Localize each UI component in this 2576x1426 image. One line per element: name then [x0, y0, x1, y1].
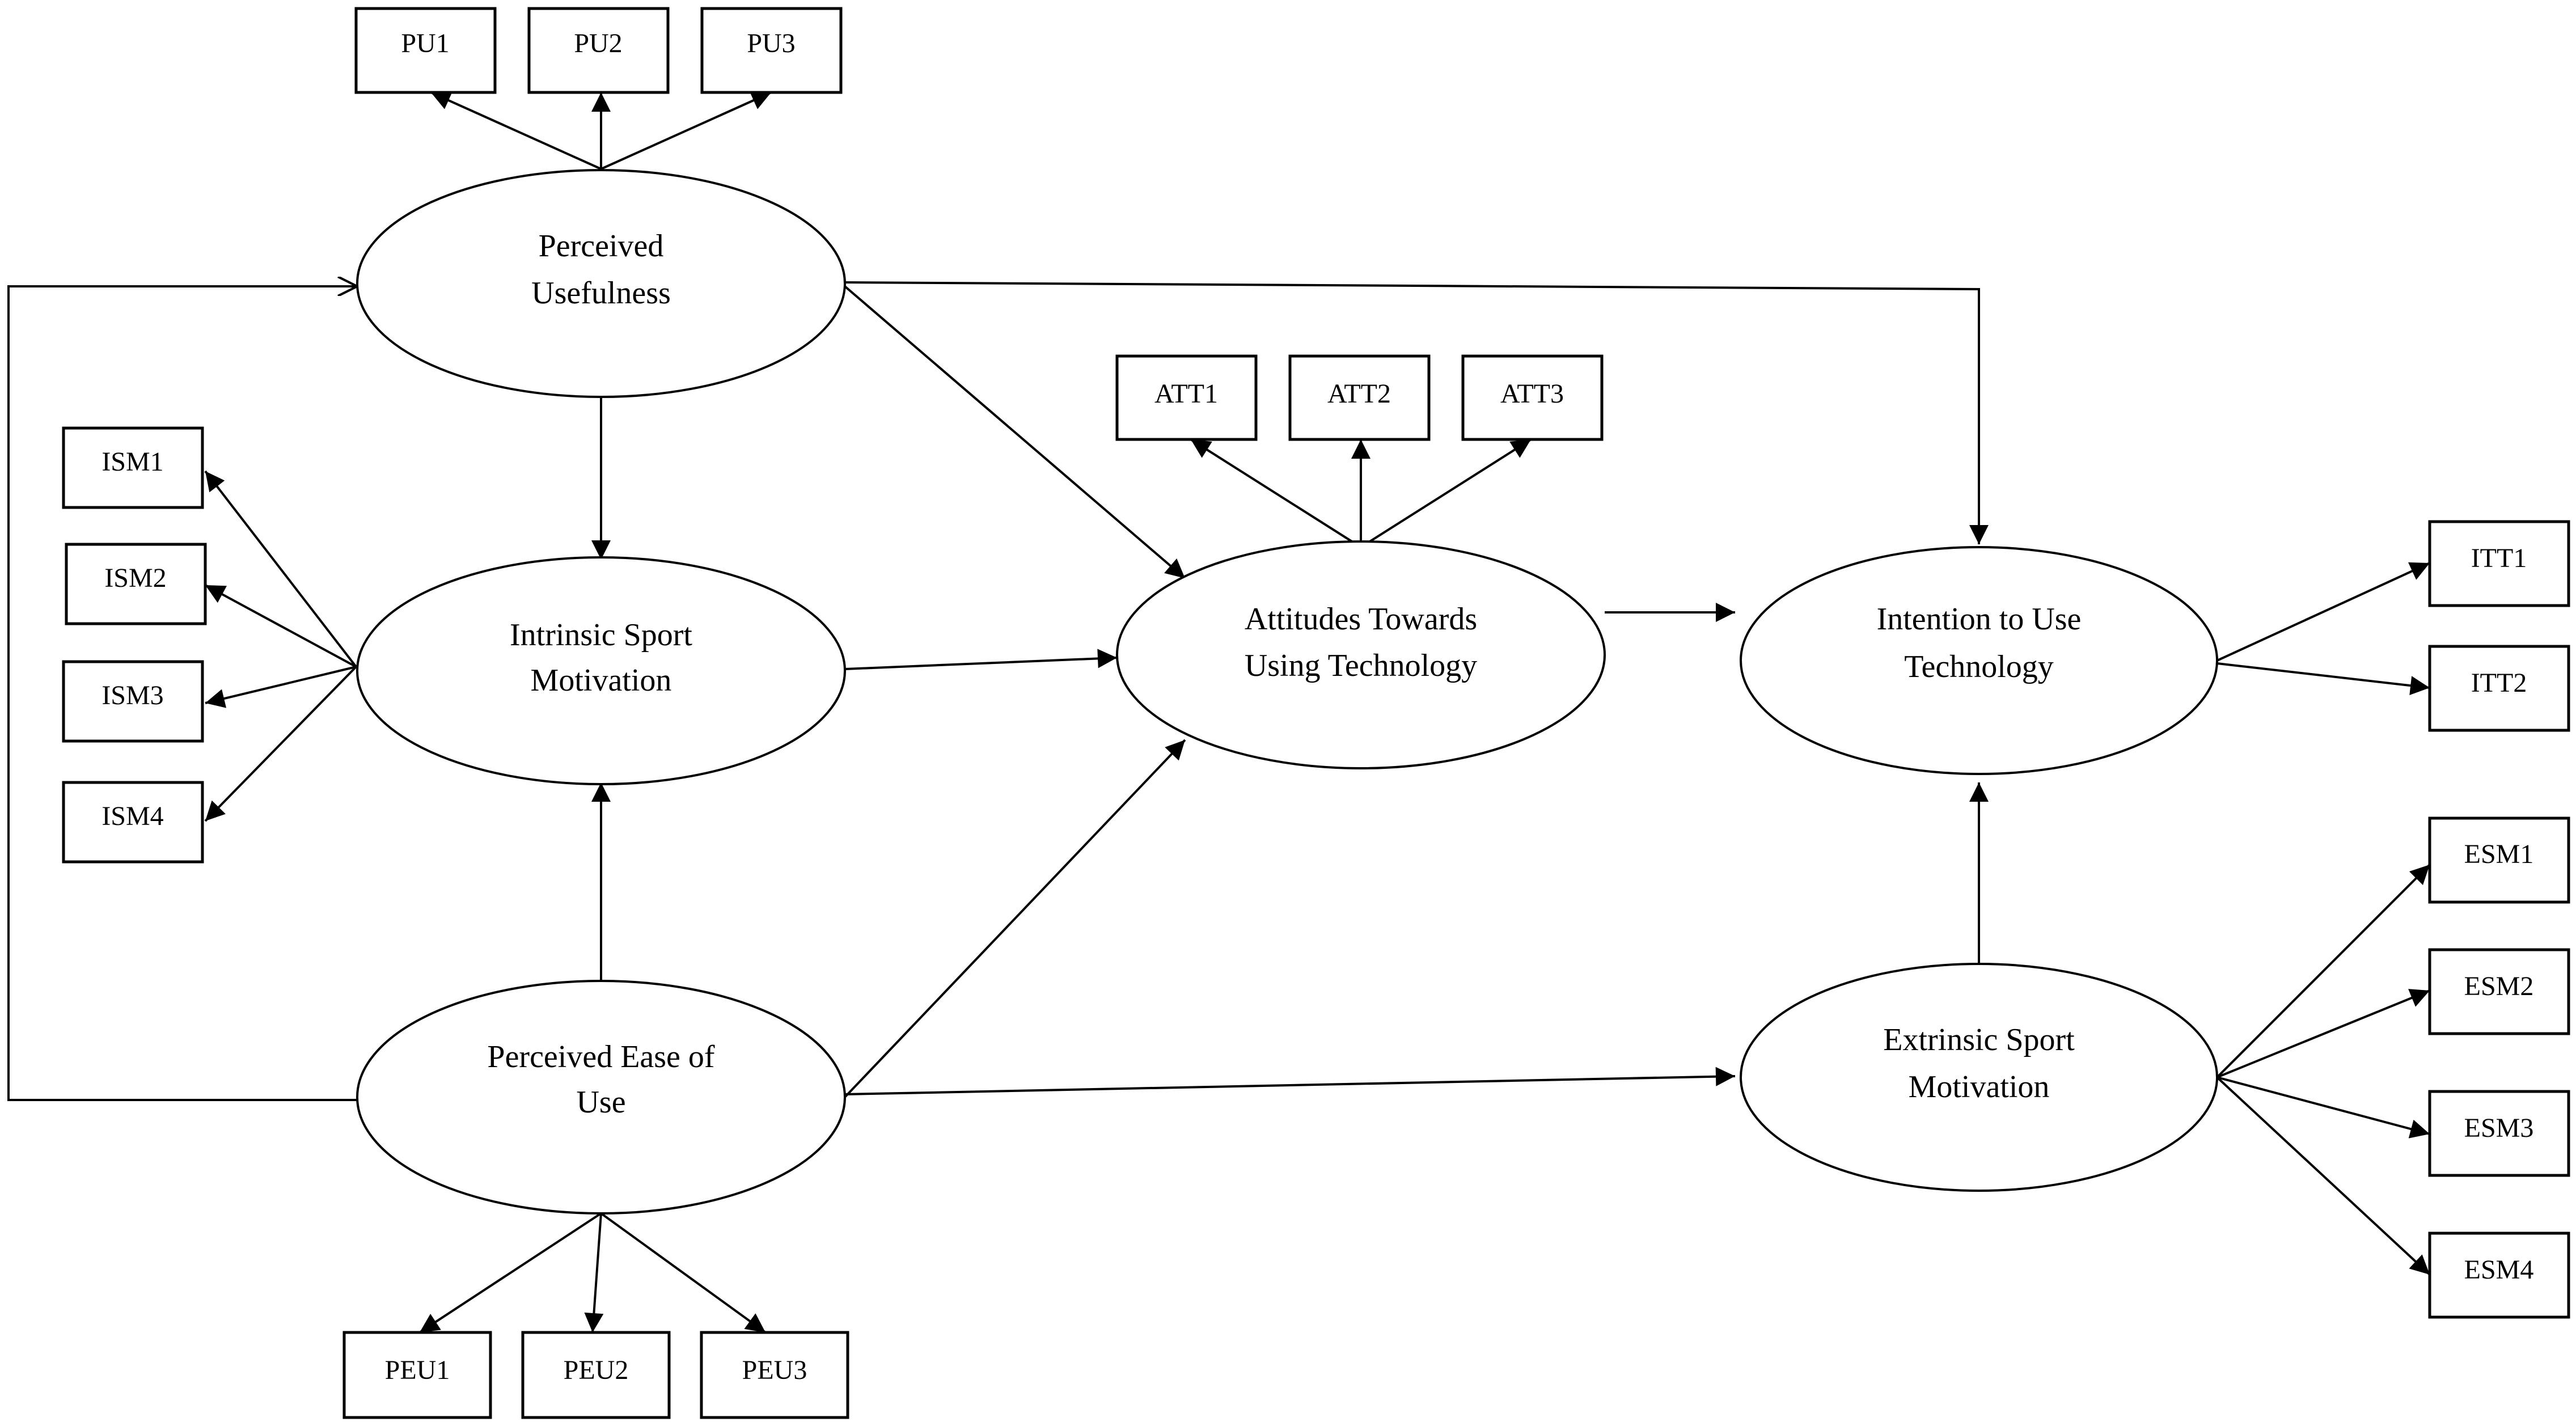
arrow-pu-to-pu1	[430, 91, 602, 170]
arrow-itt-to-itt2	[2217, 662, 2430, 696]
construct-label-line1: Perceived	[539, 229, 664, 264]
indicator-att3: ATT3	[1461, 354, 1604, 441]
svg-text:ESM3: ESM3	[2464, 1113, 2534, 1143]
construct-label-line2: Using Technology	[1245, 648, 1477, 683]
arrow-pu-to-itt	[844, 281, 1989, 544]
indicator-pu2: PU2	[527, 7, 670, 94]
svg-text:PU1: PU1	[401, 28, 449, 58]
arrow-peu-to-peu2	[584, 1213, 604, 1333]
svg-text:ISM4: ISM4	[101, 801, 163, 831]
construct-extrinsic-sport-motivation: Extrinsic Sport Motivation	[1740, 963, 2218, 1192]
indicator-ism2: ISM2	[65, 543, 207, 625]
construct-label-line2: Motivation	[531, 663, 672, 698]
svg-text:ATT3: ATT3	[1500, 379, 1564, 409]
svg-text:PU2: PU2	[574, 28, 622, 58]
construct-perceived-ease-of-use: Perceived Ease of Use	[356, 980, 846, 1215]
arrow-esm-to-esm3	[2217, 1076, 2430, 1139]
svg-text:ITT1: ITT1	[2471, 543, 2527, 573]
indicator-peu1: PEU1	[342, 1331, 492, 1419]
arrow-esm-to-esm1	[2216, 864, 2431, 1078]
construct-attitudes-towards-using-technology: Attitudes Towards Using Technology	[1116, 540, 1606, 769]
svg-text:ISM1: ISM1	[101, 447, 163, 477]
arrow-peu-to-peu3	[600, 1212, 767, 1334]
arrow-att-to-att1	[1190, 438, 1362, 548]
indicator-peu3: PEU3	[700, 1331, 849, 1419]
construct-label-line1: Intention to Use	[1877, 602, 2082, 637]
svg-text:PEU2: PEU2	[564, 1355, 629, 1385]
construct-label-line2: Usefulness	[531, 276, 671, 311]
svg-text:ATT2: ATT2	[1327, 379, 1391, 409]
indicator-ism3: ISM3	[62, 660, 204, 743]
construct-intrinsic-sport-motivation: Intrinsic Sport Motivation	[356, 556, 846, 785]
svg-text:ISM3: ISM3	[101, 680, 163, 710]
svg-text:PEU1: PEU1	[385, 1355, 450, 1385]
indicator-pu1: PU1	[354, 7, 497, 94]
indicator-esm1: ESM1	[2428, 816, 2570, 904]
paths	[7, 91, 2431, 1334]
arrow-peu-to-pu	[7, 286, 360, 1101]
indicator-att2: ATT2	[1288, 354, 1431, 441]
indicator-ism4: ISM4	[62, 781, 204, 864]
svg-text:ISM2: ISM2	[104, 563, 166, 593]
arrow-pu-to-att	[844, 285, 1186, 579]
construct-label-line1: Attitudes Towards	[1245, 602, 1477, 637]
arrow-esm-to-esm4	[2216, 1076, 2431, 1276]
indicator-itt2: ITT2	[2428, 645, 2570, 732]
construct-perceived-usefulness: Perceived Usefulness	[356, 169, 846, 398]
construct-label-line1: Perceived Ease of	[487, 1039, 714, 1074]
indicator-itt1: ITT1	[2428, 520, 2570, 607]
arrow-att-to-att3	[1360, 438, 1532, 548]
arrow-peu-to-att	[844, 739, 1186, 1098]
arrow-ism-to-ism3	[205, 666, 357, 708]
svg-text:PEU3: PEU3	[742, 1355, 807, 1385]
arrow-itt-to-itt1	[2217, 562, 2430, 662]
indicator-pu3: PU3	[700, 7, 843, 94]
svg-text:ATT1: ATT1	[1154, 379, 1218, 409]
svg-text:ESM1: ESM1	[2464, 839, 2534, 869]
arrow-peu-to-peu1	[418, 1212, 602, 1334]
arrow-ism-to-att	[844, 649, 1118, 670]
construct-label-line2: Use	[576, 1085, 625, 1120]
arrow-ism-to-ism2	[205, 584, 357, 668]
arrow-esm-to-esm2	[2217, 989, 2430, 1078]
arrow-ism-to-ism1	[204, 470, 357, 668]
indicator-att1: ATT1	[1115, 354, 1258, 441]
svg-text:ESM4: ESM4	[2464, 1255, 2534, 1285]
indicator-esm4: ESM4	[2428, 1232, 2570, 1319]
construct-label-line1: Extrinsic Sport	[1883, 1022, 2075, 1057]
indicator-esm3: ESM3	[2428, 1090, 2570, 1177]
svg-text:PU3: PU3	[747, 28, 795, 58]
arrow-pu-to-pu3	[600, 91, 772, 170]
arrow-ism-to-ism4	[204, 666, 357, 822]
indicator-esm2: ESM2	[2428, 948, 2570, 1035]
construct-intention-to-use-technology: Intention to Use Technology	[1740, 546, 2218, 775]
construct-label-line1: Intrinsic Sport	[510, 617, 692, 653]
arrow-peu-to-esm	[844, 1067, 1736, 1095]
indicator-ism1: ISM1	[62, 426, 204, 509]
construct-label-line2: Technology	[1904, 649, 2054, 684]
indicator-peu2: PEU2	[521, 1331, 671, 1419]
svg-text:ESM2: ESM2	[2464, 971, 2534, 1001]
construct-label-line2: Motivation	[1909, 1069, 2050, 1105]
svg-text:ITT2: ITT2	[2471, 668, 2527, 698]
